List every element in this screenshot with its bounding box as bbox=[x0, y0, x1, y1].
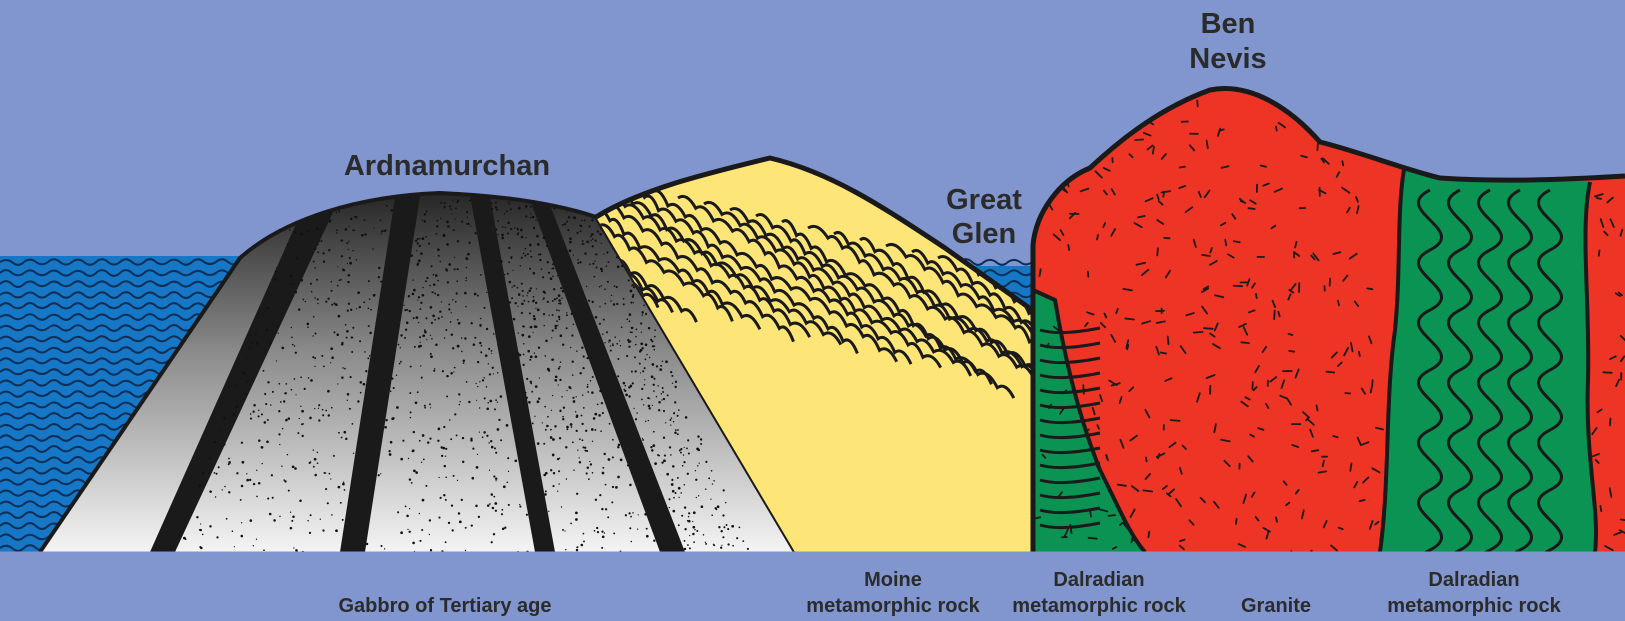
label-ben-nevis-line1: Ben bbox=[1201, 8, 1256, 40]
label-great-glen-line1: Great bbox=[946, 184, 1022, 216]
label-great-glen-line2: Glen bbox=[952, 218, 1016, 250]
label-ben-nevis-line2: Nevis bbox=[1189, 43, 1266, 75]
label-dalradian-east-line1: Dalradian bbox=[1428, 569, 1519, 591]
label-gabbro: Gabbro of Tertiary age bbox=[338, 595, 551, 617]
ben-nevis-block bbox=[1033, 89, 1625, 610]
label-dalradian-west-line1: Dalradian bbox=[1053, 569, 1144, 591]
label-moine-line2: metamorphic rock bbox=[806, 595, 980, 617]
label-granite: Granite bbox=[1241, 595, 1311, 617]
label-dalradian-east-line2: metamorphic rock bbox=[1387, 595, 1561, 617]
label-ardnamurchan: Ardnamurchan bbox=[344, 150, 550, 182]
label-moine-line1: Moine bbox=[864, 569, 922, 591]
label-dalradian-west-line2: metamorphic rock bbox=[1012, 595, 1186, 617]
